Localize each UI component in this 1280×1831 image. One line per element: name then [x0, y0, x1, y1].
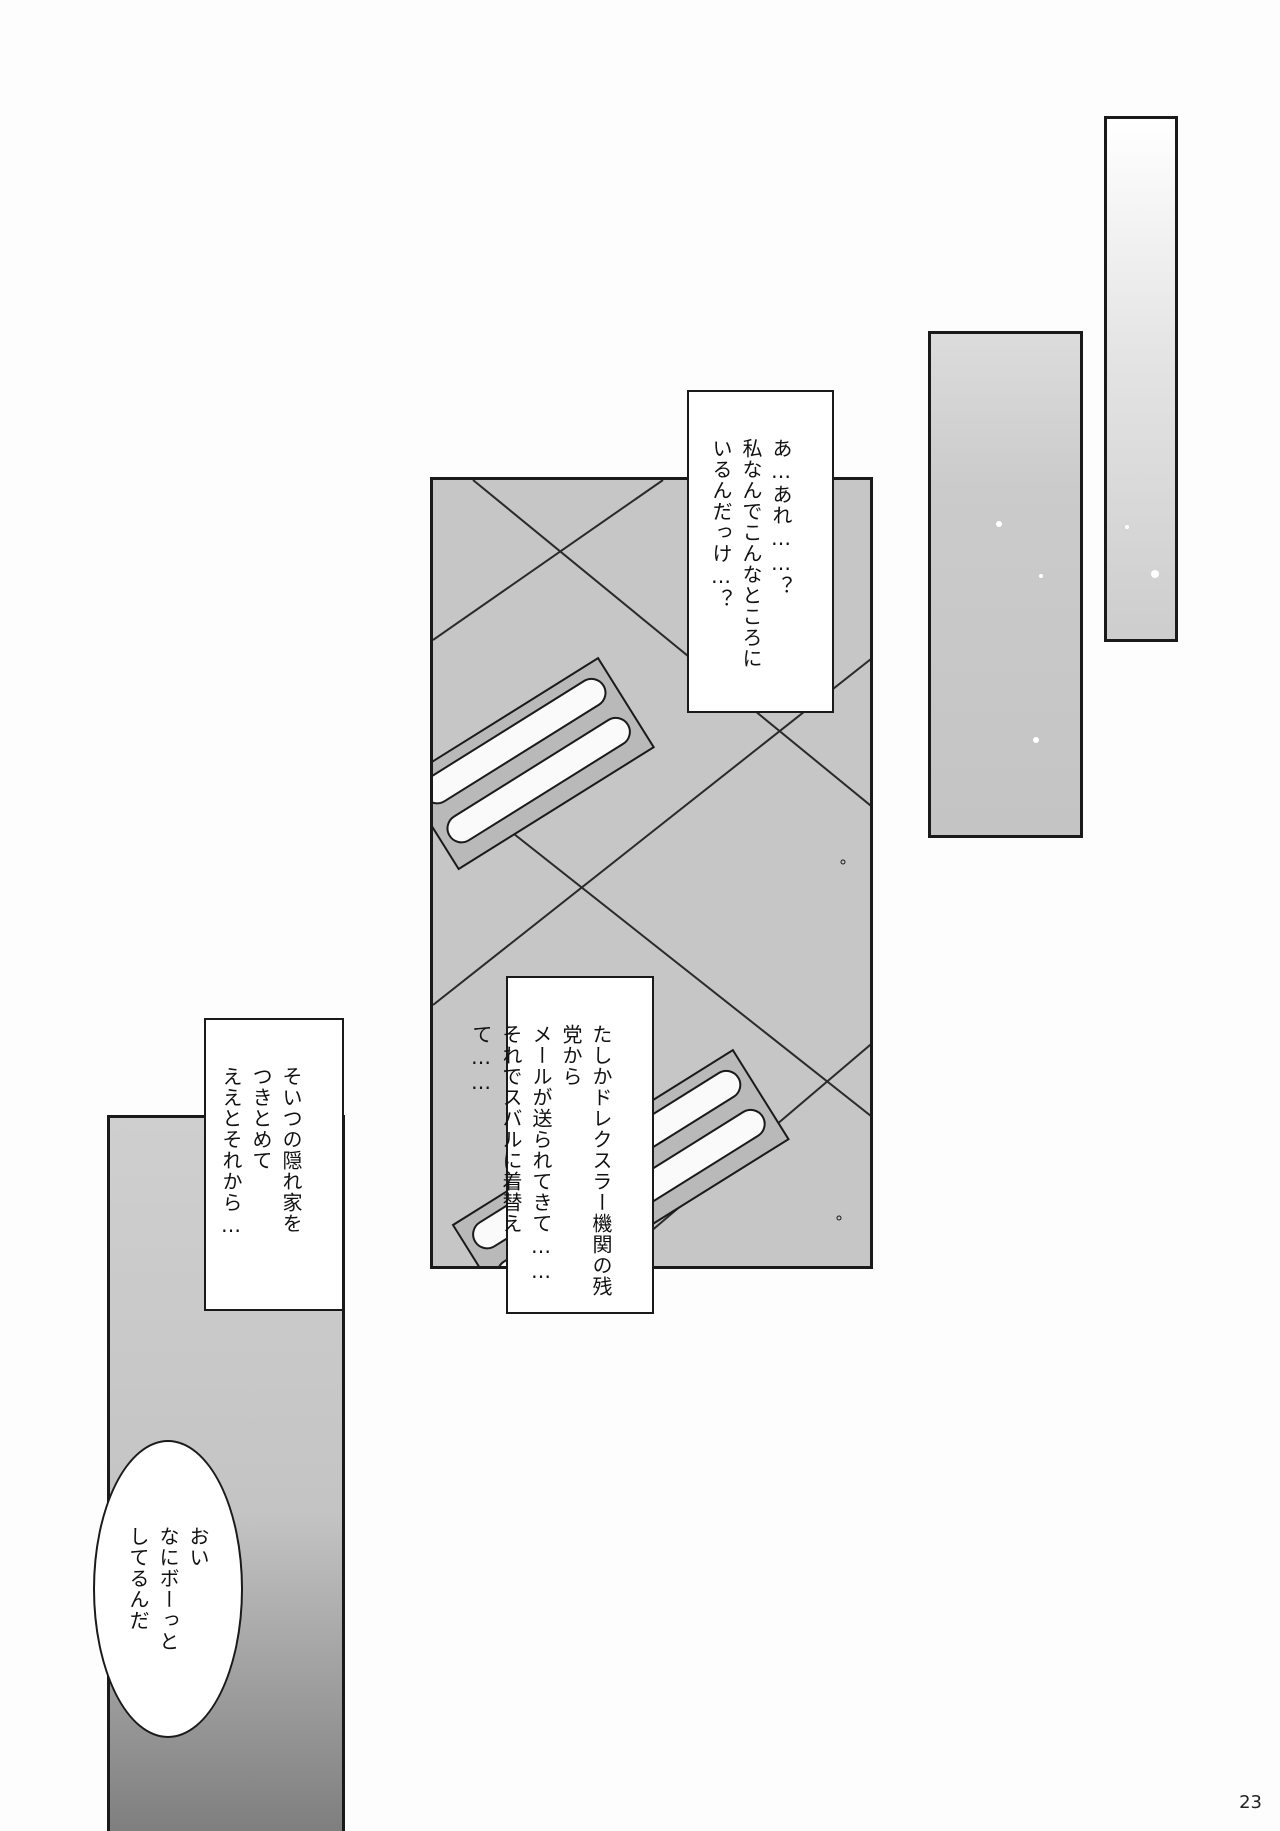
panel-top-right-strip — [1104, 116, 1178, 642]
page-number: 23 — [1239, 1792, 1262, 1813]
panel-right — [928, 331, 1083, 838]
panel-top-right-art — [1107, 119, 1175, 639]
caption-top: あ…あれ……？ 私なんでこんなところに いるんだっけ…？ — [687, 390, 834, 713]
caption-middle: たしかドレクスラー機関の残党から メールが送られてきて…… それでスバルに着替え… — [469, 976, 654, 1314]
caption-left: そいつの隠れ家を つきとめて ええとそれから… — [204, 1018, 344, 1311]
panel-right-art — [931, 334, 1080, 835]
speech-balloon: おい なにボーっと してるんだ — [93, 1440, 243, 1738]
